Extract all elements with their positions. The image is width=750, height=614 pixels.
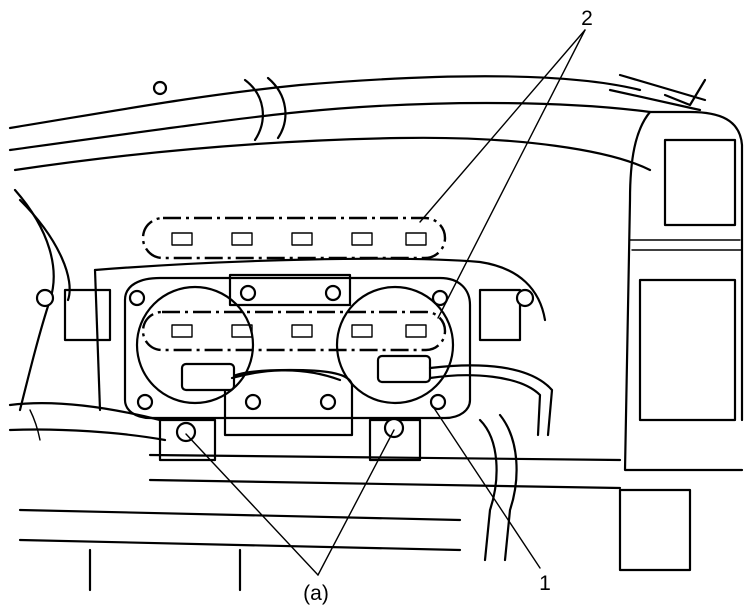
clamp-slots-lower [171,324,427,338]
wiring-harness [180,354,554,437]
clamp-slots-upper [171,232,427,246]
right-panel [623,110,744,472]
hose-clamp-outline [141,216,447,352]
left-body-contour [8,188,167,442]
meter-case [123,273,472,420]
callout-1: 1 [539,572,551,595]
lower-frame [18,413,692,592]
callout-2: 2 [581,7,593,30]
upper-frame-lines [8,73,707,172]
lower-mounts [148,417,622,490]
meter-housing [35,257,547,412]
callout-a: (a) [303,582,329,605]
leader-lines [185,29,586,576]
center-bracket [223,368,354,437]
